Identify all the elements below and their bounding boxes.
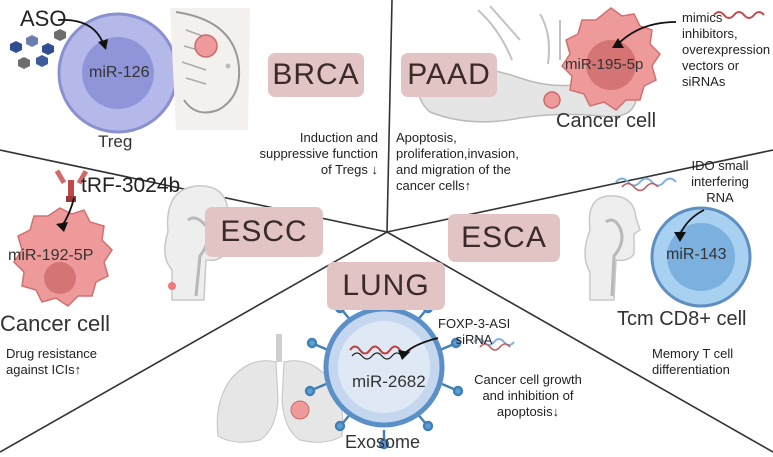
escc-effect: Drug resistance against ICIs↑ xyxy=(6,346,97,378)
brca-effect: Induction and suppressive function of Tr… xyxy=(259,130,378,178)
paad-agent-line-4: vectors or xyxy=(682,58,740,73)
escc-effect-line-2: against ICIs↑ xyxy=(6,362,82,377)
brca-label: BRCA xyxy=(272,58,360,91)
paad-agent-line-2: inhibitors, xyxy=(682,26,738,41)
escc-cancer-cell xyxy=(13,207,113,307)
brca-effect-line-3: of Tregs ↓ xyxy=(320,162,378,177)
lung-agent-arrowhead xyxy=(398,350,410,360)
lung-agent: FOXP-3-ASI siRNA xyxy=(438,316,510,348)
esca-cell-name: Tcm CD8+ cell xyxy=(617,308,747,330)
breast-icon xyxy=(170,8,250,130)
exosome xyxy=(304,292,464,450)
esca-agent-line-3: RNA xyxy=(706,190,734,205)
divider-lower-left xyxy=(0,231,388,453)
tumor-icon xyxy=(194,34,218,58)
lung-label: LUNG xyxy=(342,269,430,302)
divider-top xyxy=(386,0,393,233)
rna-strand-icon xyxy=(713,11,765,19)
divider-lower-right xyxy=(386,231,773,453)
paad-effect-line-1: Apoptosis, xyxy=(396,130,457,145)
paad-cancer-cell xyxy=(561,7,661,111)
lung-rna-strand2-icon xyxy=(479,343,511,351)
paad-label: PAAD xyxy=(407,58,491,91)
lung-effect-line-1: Cancer cell growth xyxy=(474,372,582,387)
paad-effect: Apoptosis, proliferation,invasion, and m… xyxy=(396,130,519,194)
paad-agent-line-3: overexpression xyxy=(682,42,771,57)
paad-effect-line-4: cancer cells↑ xyxy=(396,178,472,193)
treg-cell xyxy=(57,12,179,134)
brca-effect-line-2: suppressive function xyxy=(259,146,378,161)
esca-agent-arrowhead xyxy=(674,232,686,242)
escc-mirna: miR-192-5P xyxy=(8,247,94,264)
lung-effect-line-3: apoptosis↓ xyxy=(496,404,560,419)
paad-agent-line-5: siRNAs xyxy=(682,74,726,89)
lung-effect-line-2: and inhibition of xyxy=(482,388,574,403)
escc-badge: ESCC xyxy=(205,207,323,257)
esca-mirna: miR-143 xyxy=(666,246,727,263)
esca-agent-line-1: IDO small xyxy=(691,158,749,173)
esca-head-esophagus-icon xyxy=(584,195,641,301)
esca-rna-strand-icon xyxy=(615,177,677,187)
lung-effect: Cancer cell growth and inhibition of apo… xyxy=(464,372,592,420)
paad-agent-line-1: mimics xyxy=(682,10,723,25)
esca-rna-strand2-icon xyxy=(621,182,659,192)
lung-badge: LUNG xyxy=(327,262,445,310)
aso-arrowhead xyxy=(98,39,108,50)
trna-fragment-icon xyxy=(54,169,89,202)
aso-molecule-icon xyxy=(10,29,66,69)
esca-effect: Memory T cell differentiation xyxy=(652,346,733,378)
paad-agent-arrow xyxy=(617,21,677,45)
paad-agent: mimics inhibitors, overexpression vector… xyxy=(682,10,770,90)
esca-label: ESCA xyxy=(461,221,547,254)
esca-badge: ESCA xyxy=(448,214,560,262)
paad-badge: PAAD xyxy=(401,53,497,97)
brca-agent: ASO xyxy=(20,6,67,31)
brca-badge: BRCA xyxy=(268,53,364,97)
escc-agent: tRF-3024b xyxy=(81,174,181,197)
brca-mirna: miR-126 xyxy=(89,64,150,81)
lungs-icon xyxy=(216,334,344,443)
brca-cell-name: Treg xyxy=(98,132,133,151)
paad-cell-name: Cancer cell xyxy=(556,110,657,132)
paad-effect-line-3: and migration of the xyxy=(396,162,511,177)
paad-effect-line-2: proliferation,invasion, xyxy=(396,146,519,161)
escc-cell-name: Cancer cell xyxy=(0,311,111,336)
lung-mirna: miR-2682 xyxy=(352,372,426,391)
esca-agent-arrow xyxy=(679,209,705,235)
esca-effect-line-2: differentiation xyxy=(652,362,730,377)
brca-effect-line-1: Induction and xyxy=(299,130,378,145)
lung-cell-name: Exosome xyxy=(345,432,421,452)
escc-effect-line-1: Drug resistance xyxy=(6,346,98,361)
escc-label: ESCC xyxy=(220,215,308,248)
paad-agent-arrowhead xyxy=(612,38,624,48)
escc-agent-arrowhead xyxy=(56,222,68,232)
paad-mirna: miR-195-5p xyxy=(565,56,644,73)
esca-agent: IDO small interfering RNA xyxy=(680,158,760,206)
lung-agent-line-1: FOXP-3-ASI xyxy=(438,316,511,331)
lung-agent-line-2: siRNA xyxy=(455,332,493,347)
esca-effect-line-1: Memory T cell xyxy=(652,346,734,361)
esca-agent-line-2: interfering xyxy=(691,174,749,189)
